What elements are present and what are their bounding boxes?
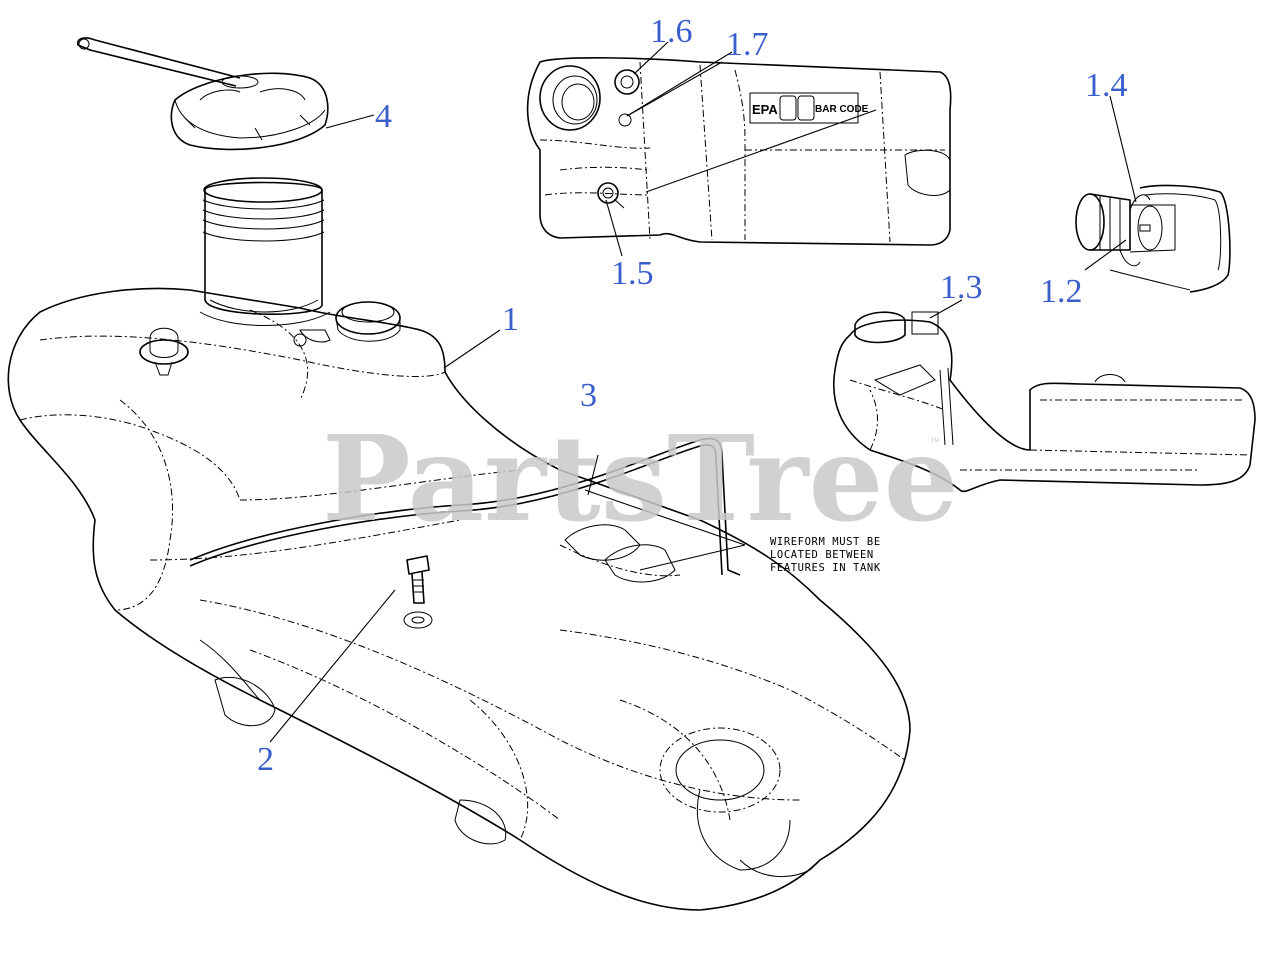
epa-label: EPA bbox=[752, 102, 778, 117]
watermark-text: PartsTree bbox=[322, 409, 959, 548]
callout-2[interactable]: 2 bbox=[257, 741, 274, 778]
callout-3[interactable]: 3 bbox=[580, 377, 597, 414]
barcode-label: BAR CODE bbox=[815, 104, 869, 115]
callout-1-4[interactable]: 1.4 bbox=[1085, 67, 1128, 104]
note-line-3: FEATURES IN TANK bbox=[770, 562, 881, 574]
fitting-detail-view bbox=[1075, 184, 1231, 293]
callout-1-7[interactable]: 1.7 bbox=[726, 26, 769, 63]
callout-1-3[interactable]: 1.3 bbox=[940, 269, 983, 306]
note-line-2: LOCATED BETWEEN bbox=[770, 549, 874, 561]
callout-numbers: 4 1 3 2 1.6 1.7 1.5 1.4 1.2 1.3 bbox=[257, 13, 1128, 778]
callout-1-2[interactable]: 1.2 bbox=[1040, 273, 1083, 310]
tank-top-view: EPA BAR CODE bbox=[526, 57, 952, 246]
note-line-1: WIREFORM MUST BE bbox=[770, 536, 881, 548]
fuel-cap bbox=[76, 37, 329, 151]
main-fuel-tank bbox=[7, 177, 911, 911]
tank-side-view bbox=[833, 311, 1256, 493]
callout-1-5[interactable]: 1.5 bbox=[611, 255, 654, 292]
callout-4[interactable]: 4 bbox=[375, 98, 392, 135]
callout-1[interactable]: 1 bbox=[502, 301, 519, 338]
callout-1-6[interactable]: 1.6 bbox=[650, 13, 693, 50]
wireform-note: WIREFORM MUST BE LOCATED BETWEEN FEATURE… bbox=[770, 536, 881, 574]
watermark-trademark: ™ bbox=[930, 437, 940, 448]
leader-lines bbox=[269, 41, 1137, 743]
